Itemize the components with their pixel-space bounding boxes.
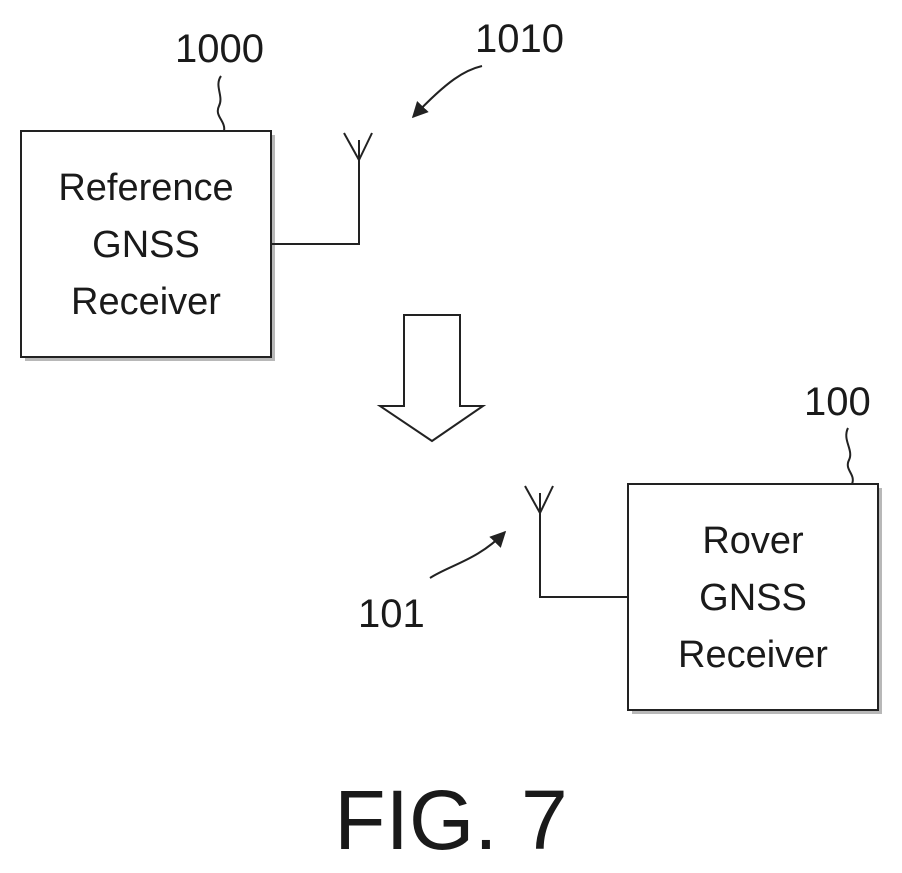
reference-receiver-number: 1000 [175,27,264,71]
reference-antenna-arrow [411,65,483,119]
rover-antenna-arrow [429,530,507,579]
rover-antenna-icon [524,485,628,598]
reference-receiver-lead-line [216,75,226,132]
reference-antenna-number: 1010 [475,17,564,61]
reference-receiver-line-1: Reference [58,167,233,209]
rover-receiver-number: 100 [804,380,871,424]
reference-receiver-line-2: GNSS [92,224,200,266]
reference-antenna-icon [271,132,373,245]
reference-receiver-line-3: Receiver [71,281,221,323]
rover-receiver-line-3: Receiver [678,634,828,676]
rover-receiver-box: Rover GNSS Receiver [627,483,882,714]
rover-receiver-lead-line [845,427,854,485]
transmission-down-arrow [376,314,487,443]
figure-label: FIG. 7 [334,773,567,867]
rover-receiver-line-2: GNSS [699,577,807,619]
rover-antenna-number: 101 [358,592,425,636]
reference-receiver-box: Reference GNSS Receiver [20,130,275,361]
rover-receiver-line-1: Rover [702,520,804,562]
